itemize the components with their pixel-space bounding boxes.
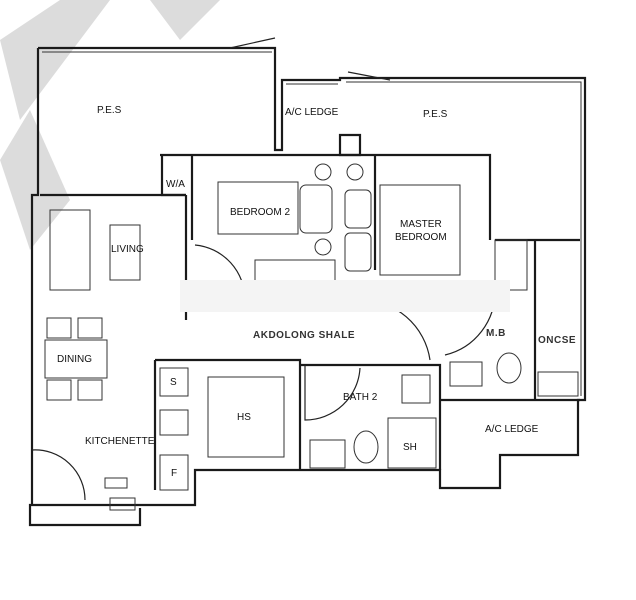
label-wa: W/A xyxy=(166,179,185,190)
furniture xyxy=(44,163,579,511)
label-pes-right: P.E.S xyxy=(423,109,448,120)
label-corridor: AKDOLONG SHALE xyxy=(253,330,355,341)
label-master-2: BEDROOM xyxy=(395,232,447,243)
outer-walls xyxy=(28,46,587,527)
label-ac-ledge-top: A/C LEDGE xyxy=(285,107,339,118)
label-master-bath: M.B xyxy=(486,328,506,339)
label-kitchenette: KITCHENETTE xyxy=(85,436,155,447)
label-hs: HS xyxy=(237,412,251,423)
label-f: F xyxy=(171,468,177,479)
smudged-band xyxy=(180,280,510,312)
label-bedroom2: BEDROOM 2 xyxy=(230,207,290,218)
label-wardrobe: ONCSE xyxy=(538,335,576,346)
label-sh: SH xyxy=(403,442,417,453)
label-s: S xyxy=(170,377,177,388)
watermark xyxy=(0,0,220,250)
label-pes-left: P.E.S xyxy=(97,105,122,116)
doors xyxy=(31,37,496,501)
room-labels: P.E.S P.E.S A/C LEDGE BEDROOM 2 MASTER B… xyxy=(57,105,576,479)
label-dining: DINING xyxy=(57,354,92,365)
label-ac-ledge-bottom: A/C LEDGE xyxy=(485,424,539,435)
label-living: LIVING xyxy=(111,244,144,255)
label-master-1: MASTER xyxy=(400,219,442,230)
label-bath2: BATH 2 xyxy=(343,392,378,403)
